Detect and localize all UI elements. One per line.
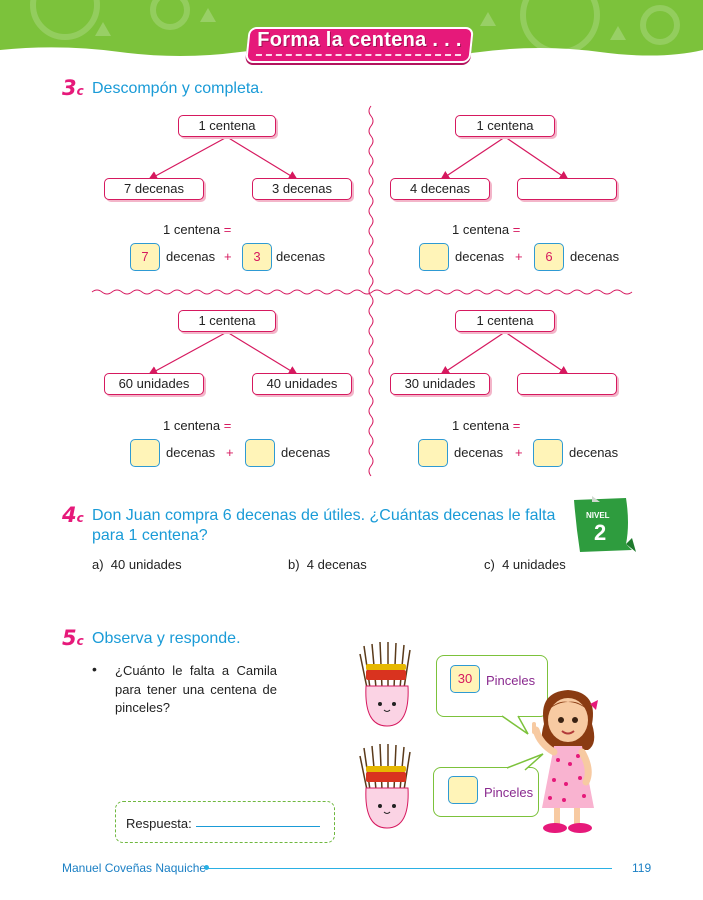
page-title: Forma la centena . . . (257, 29, 462, 51)
q1-centena-text: 1 centena (163, 222, 221, 237)
q3-left-box: 60 unidades (104, 373, 204, 395)
q1-box-decenas-2[interactable]: 3 (242, 243, 272, 271)
section-4-number: 4c (62, 503, 84, 527)
q1-decenas-label-2: decenas (276, 249, 326, 264)
q3-equation-label: 1 centena = (163, 418, 231, 433)
q1-left-box: 7 decenas (104, 178, 204, 200)
q1-equation-label: 1 centena = (163, 222, 231, 237)
section-5-number: 5c (62, 626, 84, 650)
q4-box-decenas-1[interactable] (418, 439, 448, 467)
section-5-title: Observa y responde. (92, 630, 241, 647)
brush-jar-image-1 (359, 641, 411, 727)
option-c-letter: c) (484, 557, 495, 572)
girl-illustration (532, 690, 598, 833)
q3-top-box: 1 centena (178, 310, 276, 332)
option-b-text: 4 decenas (306, 557, 367, 572)
option-a-letter: a) (92, 557, 104, 572)
q2-decenas-label-1: decenas (455, 249, 505, 264)
q4-equation-label: 1 centena = (452, 418, 520, 433)
answer-box (115, 801, 335, 843)
q2-left-box: 4 decenas (390, 178, 490, 200)
bubble-2-value[interactable] (448, 776, 478, 804)
footer-author: Manuel Coveñas Naquiche (62, 861, 207, 875)
q4-box-decenas-2[interactable] (533, 439, 563, 467)
section-3-title: Descompón y completa. (92, 80, 264, 97)
option-b-letter: b) (288, 557, 300, 572)
q3-plus: + (226, 445, 234, 460)
bubble-1-value: 30 (450, 665, 480, 693)
q3-decenas-label-1: decenas (166, 445, 216, 460)
q1-right-box: 3 decenas (252, 178, 352, 200)
q4-top-box: 1 centena (455, 310, 555, 332)
option-a-text: 40 unidades (110, 557, 182, 572)
answer-label: Respuesta: (126, 816, 192, 831)
q4-decenas-label-2: decenas (569, 445, 619, 460)
bubble-1-label: Pinceles (486, 673, 536, 688)
option-c-text: 4 unidades (502, 557, 566, 572)
q4-equals: = (512, 418, 521, 433)
section-4-question-line1: Don Juan compra 6 decenas de útiles. ¿Cu… (92, 507, 556, 524)
page-number: 119 (632, 861, 652, 875)
section-4-question-line2: para 1 centena? (92, 527, 208, 544)
q1-plus: + (224, 249, 232, 264)
q1-decenas-label-1: decenas (166, 249, 216, 264)
option-a[interactable]: a) 40 unidades (92, 557, 182, 572)
q3-box-decenas-1[interactable] (130, 439, 160, 467)
brush-jar-image-2 (359, 743, 411, 829)
q3-equals: = (223, 418, 232, 433)
option-b[interactable]: b) 4 decenas (288, 557, 367, 572)
q3-decenas-label-2: decenas (281, 445, 331, 460)
nivel-value: 2 (594, 520, 607, 545)
q3-centena-text: 1 centena (163, 418, 221, 433)
q1-top-box: 1 centena (178, 115, 276, 137)
q4-decenas-label-1: decenas (454, 445, 504, 460)
q4-centena-text: 1 centena (452, 418, 510, 433)
q2-box-decenas-1[interactable] (419, 243, 449, 271)
q1-box-decenas-1[interactable]: 7 (130, 243, 160, 271)
nivel-badge (574, 496, 636, 552)
section-3-number: 3c (62, 76, 84, 100)
q3-box-decenas-2[interactable] (245, 439, 275, 467)
q2-box-decenas-2[interactable]: 6 (534, 243, 564, 271)
section-5-digit: 5 (62, 626, 77, 650)
q3-right-box: 40 unidades (252, 373, 352, 395)
q2-decenas-label-2: decenas (570, 249, 620, 264)
q1-equals: = (223, 222, 232, 237)
bubble-1-tail (501, 715, 529, 735)
option-c[interactable]: c) 4 unidades (484, 557, 566, 572)
footer-line (204, 865, 612, 870)
bubble-2-tail (506, 753, 544, 771)
bubble-2-label: Pinceles (484, 785, 534, 800)
q4-left-box: 30 unidades (390, 373, 490, 395)
q2-equation-label: 1 centena = (452, 222, 520, 237)
q2-centena-text: 1 centena (452, 222, 510, 237)
q2-plus: + (515, 249, 523, 264)
nivel-label: NIVEL (586, 511, 610, 520)
q2-top-box: 1 centena (455, 115, 555, 137)
q4-right-box[interactable] (517, 373, 617, 395)
bullet: • (92, 661, 97, 677)
section-3-digit: 3 (62, 76, 77, 100)
q2-right-box[interactable] (517, 178, 617, 200)
section-4-digit: 4 (62, 503, 77, 527)
section-5-question: ¿Cuánto le falta a Camila para tener una… (115, 663, 277, 715)
q2-equals: = (512, 222, 521, 237)
q4-plus: + (515, 445, 523, 460)
answer-input-line[interactable] (196, 826, 320, 827)
